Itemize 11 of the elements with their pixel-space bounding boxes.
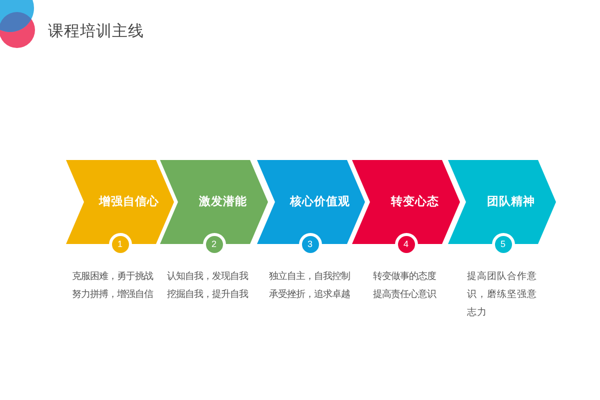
step-title: 转变心态: [391, 195, 439, 209]
step-description: 克服困难，勇于挑战努力拼搏，增强自信: [72, 270, 154, 301]
step-description: 独立自主，自我控制承受挫折，追求卓越: [269, 270, 351, 301]
step-description: 认知自我，发现自我挖掘自我，提升自我: [167, 270, 250, 301]
step-title: 核心价值观: [290, 195, 350, 209]
step-title: 增强自信心: [99, 195, 159, 209]
step-description: 转变做事的态度提高责任心意识: [373, 270, 438, 301]
step-title: 团队精神: [487, 195, 535, 209]
step-description: 提高团队合作意识，磨练坚强意志力: [467, 270, 538, 319]
step-title: 激发潜能: [199, 195, 247, 209]
page-title: 课程培训主线: [48, 22, 144, 42]
